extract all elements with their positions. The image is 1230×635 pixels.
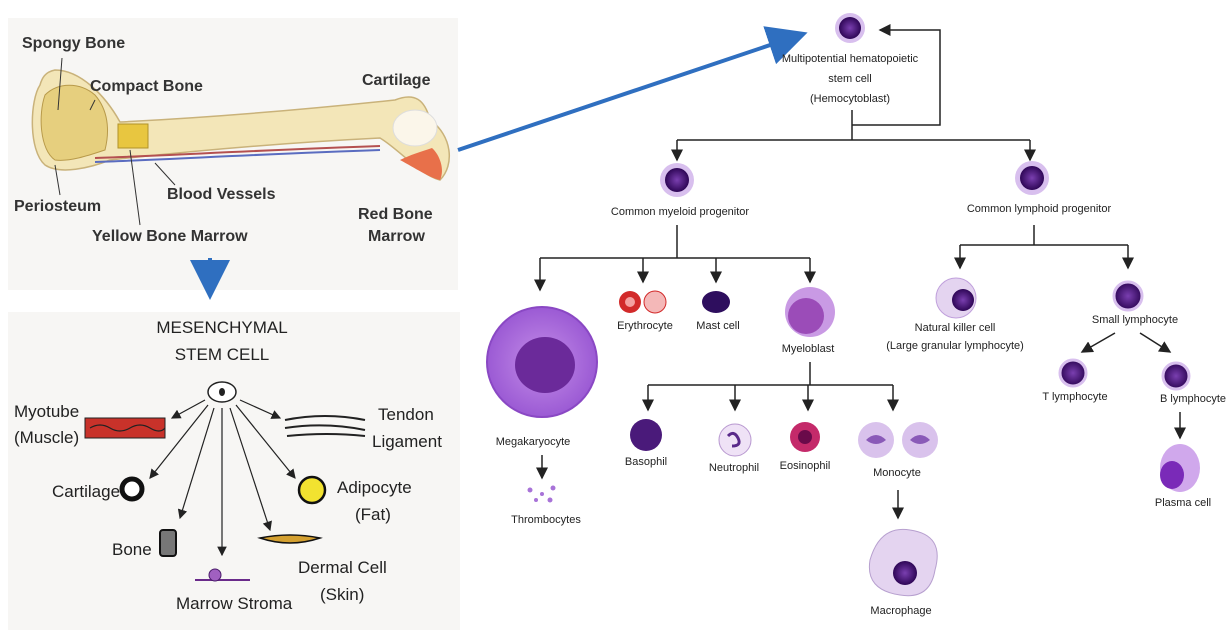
- label-monocyte: Monocyte: [873, 467, 921, 479]
- label-msc-title-2: STEM CELL: [175, 345, 269, 365]
- label-t-lymphocyte: T lymphocyte: [1042, 391, 1107, 403]
- label-neutrophil: Neutrophil: [709, 462, 759, 474]
- small-lymphocyte-icon: [1114, 282, 1142, 310]
- label-erythrocyte: Erythrocyte: [617, 320, 673, 332]
- label-b-lymphocyte: B lymphocyte: [1160, 393, 1226, 405]
- label-stem-cell-1: Multipotential hematopoietic: [782, 53, 918, 65]
- label-marrow-stroma: Marrow Stroma: [176, 594, 292, 614]
- mast-cell-icon: [702, 291, 730, 313]
- label-adipocyte: Adipocyte: [337, 478, 412, 498]
- label-lymphoid-progenitor: Common lymphoid progenitor: [967, 203, 1111, 215]
- label-msc-cartilage: Cartilage: [52, 482, 120, 502]
- label-nk-cell-2: (Large granular lymphocyte): [886, 340, 1024, 352]
- basophil-icon: [630, 419, 662, 451]
- label-compact-bone: Compact Bone: [90, 78, 203, 96]
- cartilage-icon: [122, 479, 142, 499]
- label-red-marrow-1: Red Bone: [358, 206, 433, 224]
- label-ligament: Ligament: [372, 432, 442, 452]
- label-periosteum: Periosteum: [14, 198, 101, 216]
- label-plasma-cell: Plasma cell: [1155, 497, 1211, 509]
- label-eosinophil: Eosinophil: [780, 460, 831, 472]
- label-mast-cell: Mast cell: [696, 320, 739, 332]
- bone-to-hsc-arrow: [458, 35, 800, 150]
- label-macrophage: Macrophage: [870, 605, 931, 617]
- label-stem-cell-3: (Hemocytoblast): [810, 93, 890, 105]
- yellow-marrow-region: [118, 124, 148, 148]
- b-lymphocyte-icon: [1163, 363, 1189, 389]
- label-myeloid-progenitor: Common myeloid progenitor: [611, 206, 749, 218]
- label-msc-title-1: MESENCHYMAL: [156, 318, 287, 338]
- label-basophil: Basophil: [625, 456, 667, 468]
- label-megakaryocyte: Megakaryocyte: [496, 436, 571, 448]
- label-small-lymphocyte: Small lymphocyte: [1092, 314, 1178, 326]
- t-lymphocyte-icon: [1060, 360, 1086, 386]
- neutrophil-icon: [719, 424, 751, 456]
- adipocyte-icon: [299, 477, 325, 503]
- label-cartilage: Cartilage: [362, 72, 430, 90]
- label-dermal-skin: (Skin): [320, 585, 364, 605]
- label-thrombocytes: Thrombocytes: [511, 514, 581, 526]
- label-myotube: Myotube: [14, 402, 79, 422]
- myotube-icon: [85, 418, 165, 438]
- label-yellow-marrow: Yellow Bone Marrow: [92, 228, 248, 246]
- label-spongy-bone: Spongy Bone: [22, 35, 125, 53]
- label-red-marrow-2: Marrow: [368, 228, 425, 246]
- cartilage-region: [393, 110, 437, 146]
- label-bone: Bone: [112, 540, 152, 560]
- thrombocytes-icon: [528, 486, 556, 503]
- msc-nucleus: [219, 388, 225, 396]
- label-tendon: Tendon: [378, 405, 434, 425]
- bone-cell-icon: [160, 530, 176, 556]
- label-myeloblast: Myeloblast: [782, 343, 835, 355]
- label-nk-cell-1: Natural killer cell: [915, 322, 996, 334]
- label-stem-cell-2: stem cell: [828, 73, 871, 85]
- label-adipocyte-fat: (Fat): [355, 505, 391, 525]
- label-blood-vessels: Blood Vessels: [167, 186, 276, 204]
- label-dermal-cell: Dermal Cell: [298, 558, 387, 578]
- label-myotube-muscle: (Muscle): [14, 428, 79, 448]
